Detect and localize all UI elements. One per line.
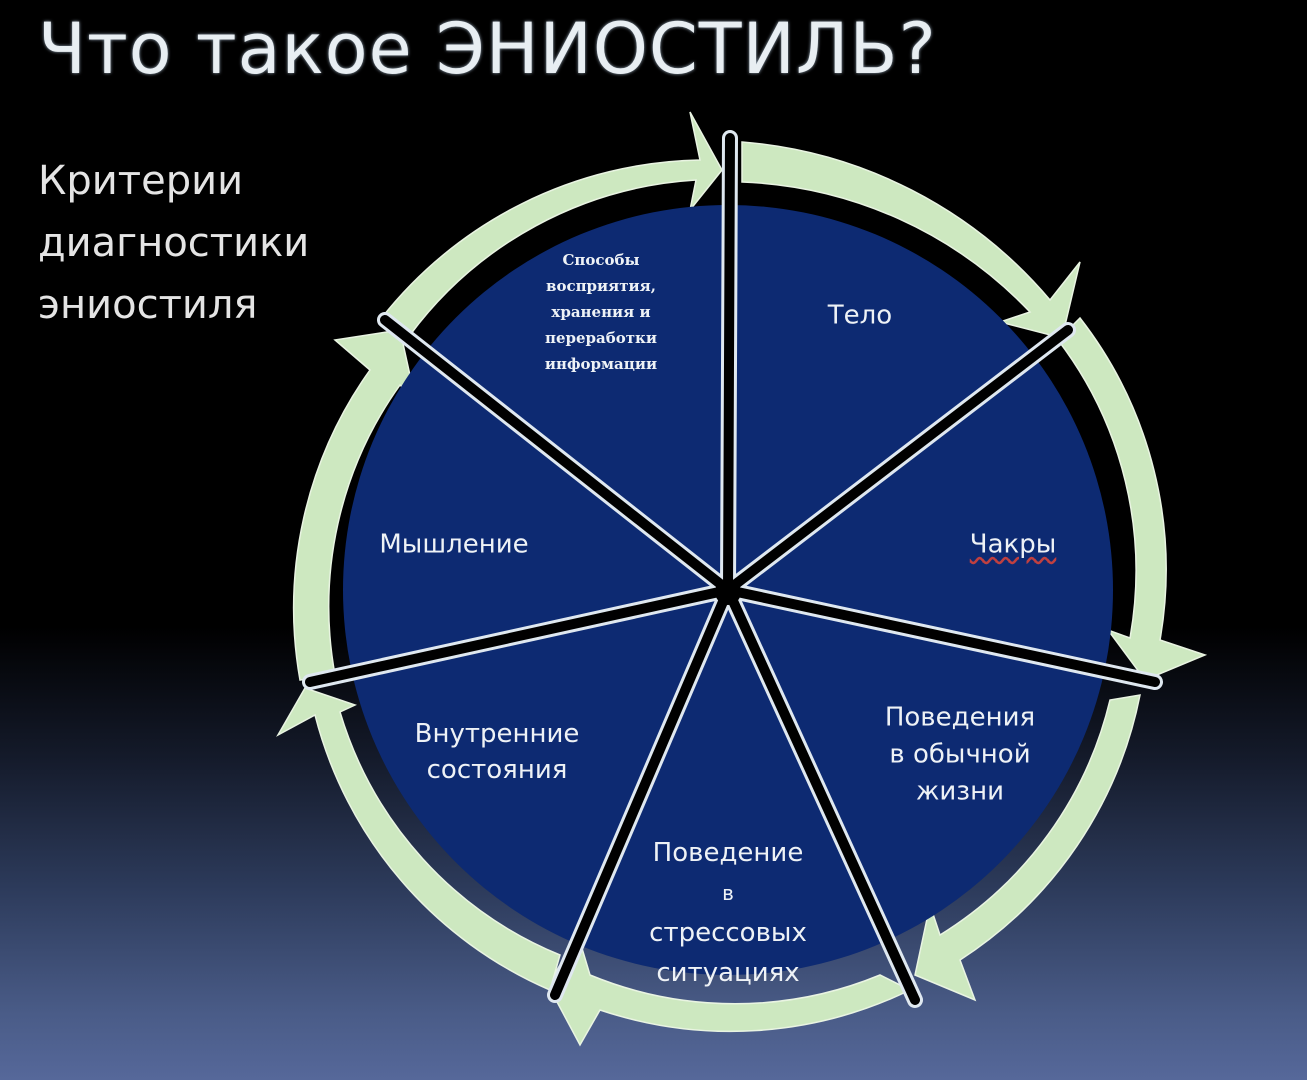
label-line: в обычной [889,739,1031,770]
label-line: Тело [827,300,893,331]
segment-label-povedenie-stress: Поведение в стрессовых ситуациях [649,833,807,993]
label-line: информации [544,355,658,373]
label-line: переработки [544,329,658,347]
label-line: Чакры [969,529,1057,560]
label-line: хранения и [551,303,651,321]
segment-label-vnutrennie: Внутренние состояния [415,716,580,788]
page-title: Что такое ЭНИОСТИЛЬ? [38,8,937,90]
label-line: в [722,881,734,905]
segment-label-povedenia-obychnoy: Поведения в обычной жизни [885,700,1035,811]
arrow-icon [914,694,1141,1002]
segment-label-myshlenie: Мышление [379,529,528,560]
subtitle-line: эниостиля [38,282,258,328]
cycle-arrows [276,111,1208,1047]
label-line: Способы [562,251,640,269]
hub-point [715,579,741,605]
label-line: Поведение [652,838,804,868]
label-line: Внутренние [414,719,580,749]
arrow-icon [276,687,561,992]
label-line: Поведения [884,702,1036,733]
subtitle: Критерии диагностики эниостиля [38,150,309,336]
label-line: Мышление [379,529,529,560]
subtitle-line: Критерии [38,158,244,204]
segment-label-telo: Тело [828,300,892,331]
segment-label-sposoby: Способы восприятия, хранения и переработ… [545,247,657,377]
spokes [302,130,1163,1008]
label-line: восприятия, [546,277,656,295]
label-line: ситуациях [656,958,800,988]
segment-label-chakry: Чакры [970,529,1057,560]
subtitle-line: диагностики [38,220,310,266]
label-line: жизни [915,776,1005,807]
label-line: состояния [426,755,568,785]
label-line: стрессовых [649,918,807,948]
